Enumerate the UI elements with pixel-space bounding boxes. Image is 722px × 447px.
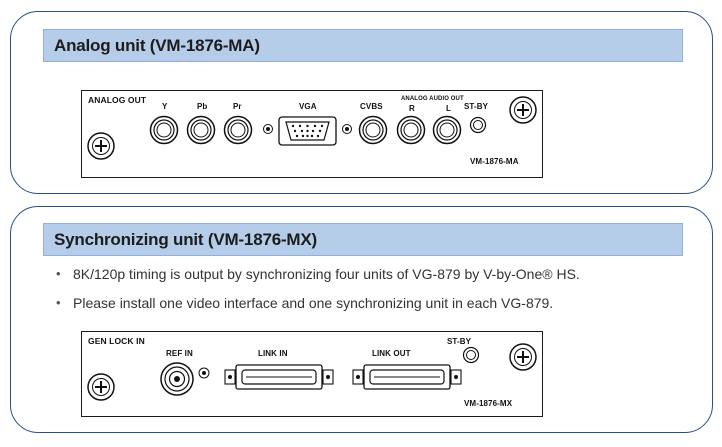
screw-icon <box>509 343 537 371</box>
sync-unit-card: Synchronizing unit (VM-1876-MX) • 8K/120… <box>10 206 713 433</box>
stby-label: ST-BY <box>447 337 472 346</box>
pb-rca-jack-icon <box>186 115 216 145</box>
model-label: VM-1876-MA <box>470 157 519 166</box>
sync-notes-list: • 8K/120p timing is output by synchroniz… <box>55 265 580 323</box>
audio-l-rca-jack-icon <box>432 115 462 145</box>
audio-r-label: R <box>409 104 415 113</box>
link-in-connector-icon <box>224 364 334 390</box>
sync-unit-title: Synchronizing unit (VM-1876-MX) <box>43 223 683 256</box>
pr-rca-jack-icon <box>223 115 253 145</box>
stby-label: ST-BY <box>464 102 489 111</box>
screw-icon <box>87 373 115 401</box>
link-out-label: LINK OUT <box>372 349 411 358</box>
analog-out-label: ANALOG OUT <box>88 95 147 105</box>
model-label: VM-1876-MX <box>464 399 513 408</box>
link-out-connector-icon <box>352 364 462 390</box>
bullet-icon: • <box>56 295 61 310</box>
pr-label: Pr <box>233 102 242 111</box>
ref-in-label: REF IN <box>166 349 193 358</box>
list-item: • Please install one video interface and… <box>55 294 580 323</box>
note-text: 8K/120p timing is output by synchronizin… <box>73 266 580 282</box>
note-text: Please install one video interface and o… <box>73 295 554 311</box>
sync-unit-panel: GEN LOCK IN REF IN LINK IN LINK OUT ST-B… <box>81 331 543 417</box>
vga-label: VGA <box>299 102 317 111</box>
analog-unit-card: Analog unit (VM-1876-MA) ANALOG OUT Y Pb… <box>10 11 713 194</box>
screw-icon <box>509 96 537 124</box>
link-in-label: LINK IN <box>258 349 288 358</box>
y-rca-jack-icon <box>149 115 179 145</box>
ref-in-bnc-connector-icon <box>160 362 210 396</box>
vga-connector-icon <box>263 116 352 146</box>
gen-lock-in-label: GEN LOCK IN <box>88 336 145 346</box>
cvbs-rca-jack-icon <box>358 115 388 145</box>
audio-r-rca-jack-icon <box>396 115 426 145</box>
audio-l-label: L <box>446 104 451 113</box>
list-item: • 8K/120p timing is output by synchroniz… <box>55 265 580 294</box>
screw-icon <box>87 132 115 160</box>
cvbs-label: CVBS <box>360 102 383 111</box>
pb-label: Pb <box>197 102 208 111</box>
stby-led-icon <box>469 116 487 134</box>
analog-unit-panel: ANALOG OUT Y Pb Pr VGA CVBS ANALOG AUDIO… <box>81 90 543 178</box>
bullet-icon: • <box>56 266 61 281</box>
y-label: Y <box>162 102 168 111</box>
analog-unit-title: Analog unit (VM-1876-MA) <box>43 29 683 62</box>
audio-out-group-label: ANALOG AUDIO OUT <box>401 96 464 102</box>
stby-led-icon <box>462 346 480 364</box>
